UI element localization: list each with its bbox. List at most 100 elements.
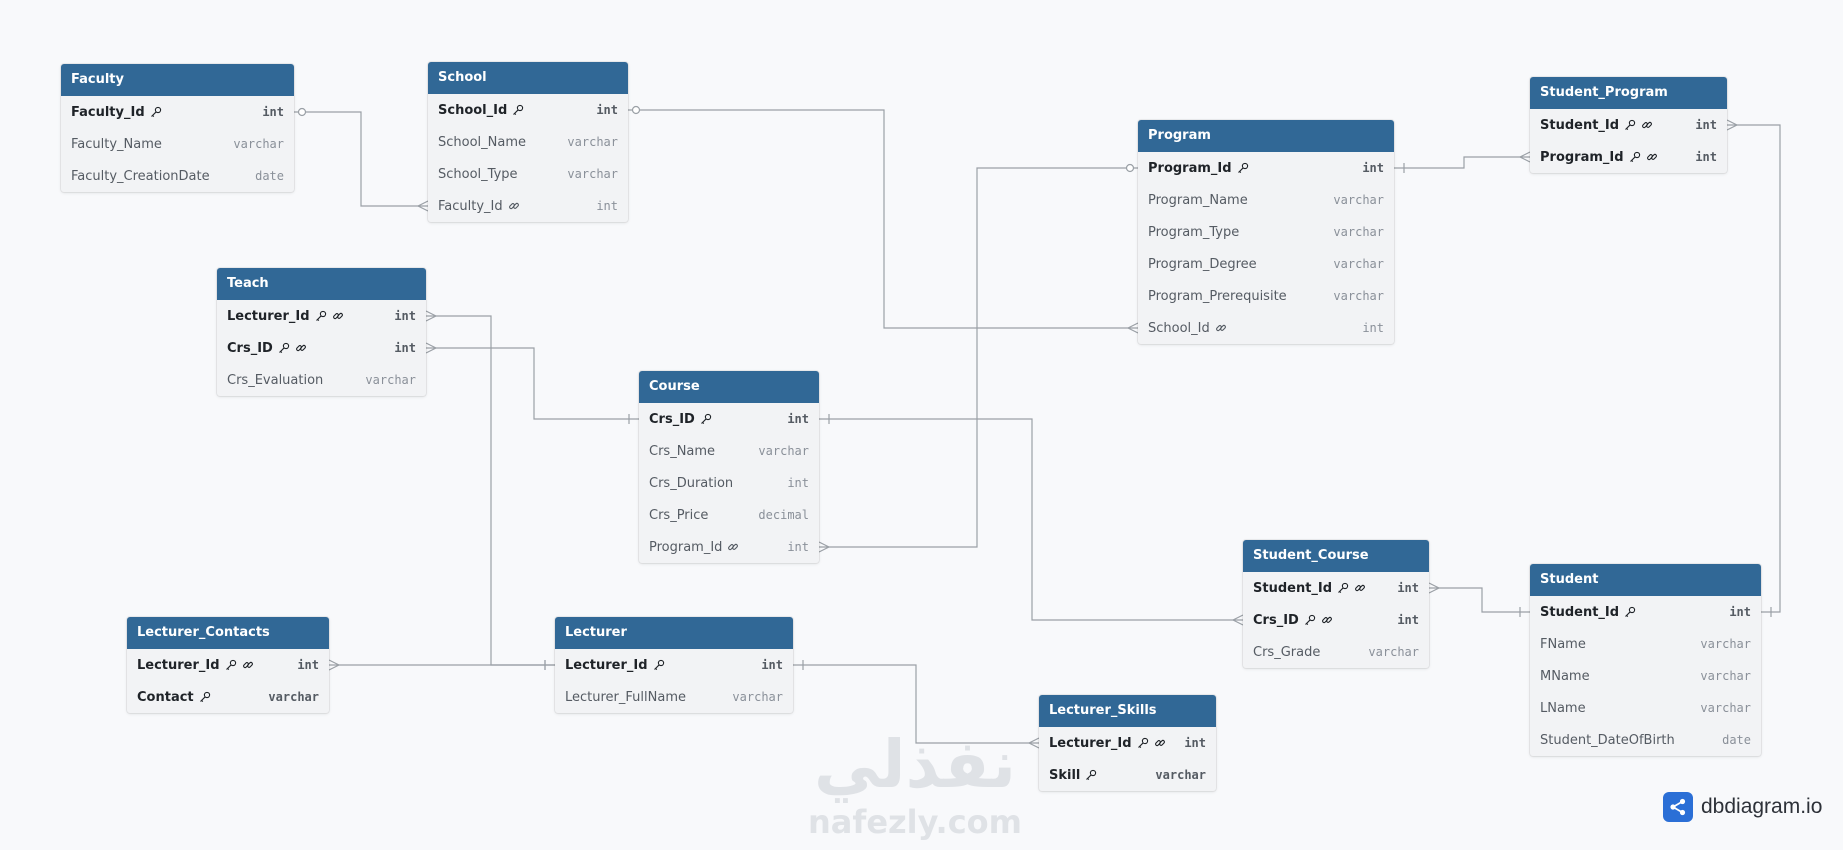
relation-line[interactable] xyxy=(1394,156,1530,169)
watermark-latin: nafezly.com xyxy=(808,803,1022,841)
field-type: int xyxy=(787,540,809,554)
table-header[interactable]: Lecturer_Skills xyxy=(1039,695,1216,727)
table-header[interactable]: Teach xyxy=(217,268,426,300)
table-header[interactable]: Student_Course xyxy=(1243,540,1429,572)
field-name-group: Crs_Evaluation xyxy=(227,373,323,388)
relation-line[interactable] xyxy=(1727,124,1781,613)
field-type: int xyxy=(1729,605,1751,619)
key-icon xyxy=(199,691,211,703)
table-header[interactable]: Course xyxy=(639,371,819,403)
key-icon xyxy=(1304,614,1316,626)
relation-line[interactable] xyxy=(819,167,1138,548)
field-name: Student_Id xyxy=(1540,117,1620,133)
field-name: Crs_Duration xyxy=(649,475,734,491)
field-type: int xyxy=(394,309,416,323)
field-row[interactable]: Lecturer_Id int xyxy=(217,300,426,332)
relation-line[interactable] xyxy=(294,111,428,207)
table-header[interactable]: Lecturer xyxy=(555,617,793,649)
brand-logo[interactable]: dbdiagram.io xyxy=(1663,791,1822,823)
field-type: varchar xyxy=(1333,225,1384,239)
table-header[interactable]: Lecturer_Contacts xyxy=(127,617,329,649)
field-type: int xyxy=(1362,161,1384,175)
table-header[interactable]: Student xyxy=(1530,564,1761,596)
relation-line[interactable] xyxy=(819,418,1243,621)
zero-marker xyxy=(297,107,307,117)
field-name: Crs_Evaluation xyxy=(227,372,324,388)
relation-line[interactable] xyxy=(1429,587,1530,613)
field-row[interactable]: Program_Prerequisite varchar xyxy=(1138,280,1394,312)
field-name: Lecturer_Id xyxy=(1049,735,1132,751)
relation-line[interactable] xyxy=(426,347,639,420)
field-row[interactable]: Program_Id int xyxy=(639,531,819,563)
table-header[interactable]: School xyxy=(428,62,628,94)
link-icon xyxy=(332,310,344,322)
field-name-group: Lecturer_Id xyxy=(227,309,344,324)
relation-line[interactable] xyxy=(628,109,1138,329)
field-name-group: Faculty_Name xyxy=(71,137,162,152)
field-name: Program_Type xyxy=(1148,224,1240,240)
field-type: varchar xyxy=(1333,289,1384,303)
field-name-group: Program_Id xyxy=(1540,150,1658,165)
table-header[interactable]: Program xyxy=(1138,120,1394,152)
link-icon xyxy=(1154,737,1166,749)
field-name-group: Faculty_CreationDate xyxy=(71,169,210,184)
field-name-group: Program_Id xyxy=(649,540,739,555)
field-row[interactable]: Program_Type varchar xyxy=(1138,216,1394,248)
field-name: FName xyxy=(1540,636,1586,652)
field-name-group: Crs_Name xyxy=(649,444,715,459)
many-marker xyxy=(818,541,830,553)
table-header[interactable]: Faculty xyxy=(61,64,294,96)
table-header[interactable]: Student_Program xyxy=(1530,77,1727,109)
field-name: School_Id xyxy=(1148,320,1210,336)
field-name-group: Skill xyxy=(1049,768,1097,783)
relation-line[interactable] xyxy=(426,315,555,666)
field-type: int xyxy=(1397,581,1419,595)
field-type: int xyxy=(787,412,809,426)
field-name-group: Program_Prerequisite xyxy=(1148,289,1287,304)
